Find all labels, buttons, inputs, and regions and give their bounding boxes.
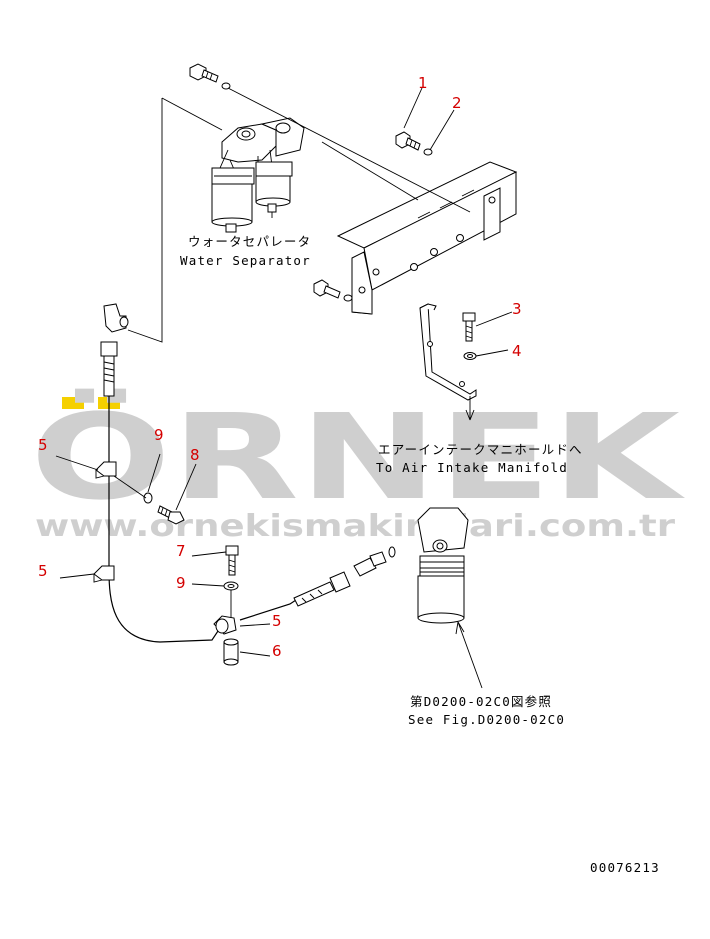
l-stay: [419, 303, 477, 401]
clamp-upper: [95, 461, 117, 479]
clamp-middle: [93, 565, 115, 583]
bolt-8: [143, 492, 185, 525]
clamp-lower: [213, 615, 237, 635]
callout-2: 2: [452, 94, 462, 112]
callout-9-lower: 9: [176, 574, 186, 592]
callout-8: 8: [190, 446, 200, 464]
callout-5-middle: 5: [38, 562, 48, 580]
callout-9-upper: 9: [154, 426, 164, 444]
hose-fitting: [293, 546, 396, 607]
leader-lines: [55, 87, 513, 689]
see-fig-label-en: See Fig.D0200-02C0: [408, 712, 565, 727]
bolt-7: [223, 545, 239, 591]
air-intake-label-jp: エアーインテークマニホールドへ: [378, 442, 583, 457]
water-separator-label-jp: ウォータセパレータ: [188, 234, 311, 249]
callout-3: 3: [512, 300, 522, 318]
bolt-3: [462, 312, 477, 360]
watermark-brand: ÖRNEK: [30, 388, 686, 526]
watermark-url: www.ornekismakinalari.com.tr: [35, 509, 675, 544]
water-separator: [211, 117, 305, 233]
water-separator-label-en: Water Separator: [180, 253, 311, 268]
callout-4: 4: [512, 342, 522, 360]
bracket-bolt: [313, 279, 353, 302]
hose-assembly: [100, 303, 297, 643]
callout-5-upper: 5: [38, 436, 48, 454]
see-fig-label-jp: 第D0200-02C0図参照: [410, 694, 552, 709]
labels: ウォータセパレータ Water Separator エアーインテークマニホールド…: [180, 234, 660, 875]
watermark-accent-left: [62, 397, 84, 409]
fuel-filter: [417, 507, 469, 624]
watermark: ÖRNEK www.ornekismakinalari.com.tr: [30, 388, 686, 544]
air-intake-label-en: To Air Intake Manifold: [376, 460, 568, 475]
callout-6: 6: [272, 642, 282, 660]
callouts: 1 2 3 4 5 5 5 6 7 8 9 9: [38, 74, 522, 660]
top-bolt: [189, 63, 231, 90]
spacer-6: [223, 638, 239, 666]
bolt-1: [395, 131, 433, 156]
drawing-number: 00076213: [590, 860, 660, 875]
callout-7: 7: [176, 542, 186, 560]
bracket: [336, 161, 518, 315]
callout-5-lower: 5: [272, 612, 282, 630]
callout-1: 1: [418, 74, 428, 92]
